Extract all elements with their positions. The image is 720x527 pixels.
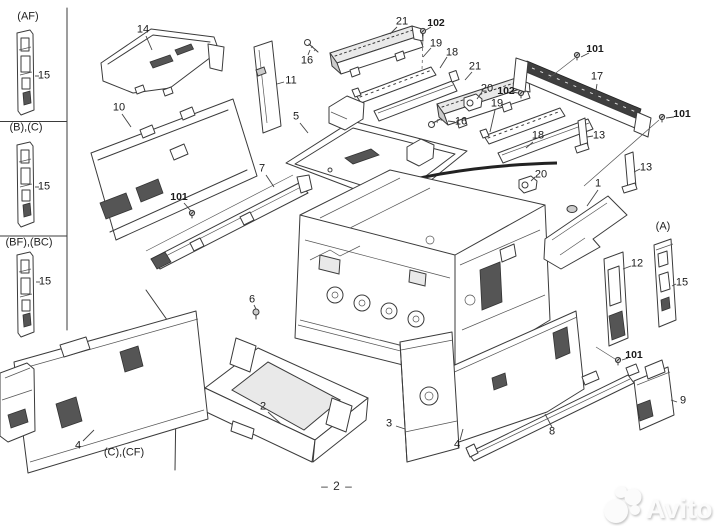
part-callout-16: 16 [454, 115, 468, 128]
part-callout-18: 18 [445, 46, 459, 59]
part-callout-9: 9 [679, 394, 687, 407]
part-callout-102: 102 [497, 84, 515, 97]
screw-101-top [548, 51, 581, 79]
avito-logo-circles [604, 486, 642, 523]
screw-101-right [584, 113, 666, 186]
part-callout-17: 17 [590, 70, 604, 83]
sidebar-bracket-bf-bc [16, 251, 35, 338]
chassis-small-block-left [329, 96, 364, 130]
tray-end-box [0, 363, 35, 442]
part-10-rear-panel [91, 99, 257, 240]
avito-watermark: Avito [604, 486, 713, 524]
part-callout-7: 7 [258, 162, 266, 175]
part-19-strip-right [480, 108, 565, 144]
part-21-rail-left [330, 26, 423, 77]
screw-16-left [305, 40, 319, 53]
part-callout-21: 21 [395, 15, 409, 28]
part-callout-19: 19 [490, 97, 504, 110]
part-callout-4: 4 [74, 439, 82, 452]
part-callout-11: 11 [285, 74, 297, 87]
part-callout-4: 4 [453, 438, 461, 451]
part-9-bracket [634, 360, 674, 430]
part-11-strip [254, 41, 281, 133]
part-18-strip-right [498, 119, 593, 163]
part-21-rail-right [437, 77, 530, 128]
part-callout-19: 19 [429, 37, 443, 50]
part-12-panel [604, 252, 628, 346]
part-15-bracket-a [654, 239, 676, 327]
sidebar-bracket-b-c [16, 141, 35, 228]
part-callout-101: 101 [625, 348, 643, 361]
part-callout-20: 20 [534, 168, 548, 181]
part-callout-15: 15 [38, 275, 52, 288]
part-callout-21: 21 [468, 60, 482, 73]
part-2-base-frame [202, 338, 368, 462]
part-4-side-cover-left [14, 311, 208, 473]
sidebar-section-label-af: (AF) [17, 10, 39, 23]
part-1-top-right-cover [544, 196, 627, 269]
sidebar-section-label-bc: (B),(C) [9, 121, 43, 134]
part-callout-6: 6 [248, 293, 256, 306]
part-callout-15: 15 [37, 180, 51, 193]
part-19-strip-left [352, 67, 436, 103]
part-13-pin-upper [575, 118, 589, 153]
part-callout-102: 102 [427, 16, 445, 29]
part-callout-13: 13 [592, 129, 606, 142]
part-7-rail [146, 175, 312, 269]
part-callout-15: 15 [37, 69, 51, 82]
part-callout-16: 16 [300, 54, 314, 67]
part-14-top-cover [101, 29, 224, 96]
part-callout-20: 20 [480, 82, 494, 95]
sidebar-bracket-af [16, 29, 35, 116]
part-callout-13: 13 [639, 161, 653, 174]
screw-101-left [188, 209, 196, 219]
screw-6 [253, 309, 259, 319]
part-callout-101: 101 [673, 107, 691, 120]
avito-watermark-text: Avito [646, 494, 713, 524]
chassis-small-block-right [407, 139, 434, 166]
sidebar-section-label-bfbc: (BF),(BC) [5, 236, 53, 249]
region-label-a: (A) [655, 220, 671, 233]
page-number: – 2 – [321, 479, 353, 493]
part-3-front-cover [400, 332, 459, 462]
part-callout-12: 12 [630, 257, 644, 270]
part-17-rail [513, 58, 651, 137]
part-callout-14: 14 [136, 23, 150, 36]
part-callout-10: 10 [112, 101, 126, 114]
region-label-ccf: (C),(CF) [103, 446, 145, 459]
screw-101-bottom-right [596, 347, 622, 366]
part-callout-18: 18 [531, 129, 545, 142]
part-13-pin-lower [622, 152, 637, 193]
part-callout-2: 2 [259, 400, 267, 413]
callout-leader-lines [35, 27, 677, 441]
part-18-strip-left [374, 71, 459, 122]
part-callout-1: 1 [594, 177, 602, 190]
part-callout-101: 101 [586, 42, 604, 55]
part-20-knob-lower [519, 176, 537, 193]
part-callout-101: 101 [170, 190, 188, 203]
part-callout-8: 8 [548, 425, 556, 438]
part-callout-5: 5 [292, 110, 300, 123]
part-callout-3: 3 [385, 417, 393, 430]
printer-chassis [295, 170, 550, 378]
part-callout-15: 15 [675, 276, 689, 289]
